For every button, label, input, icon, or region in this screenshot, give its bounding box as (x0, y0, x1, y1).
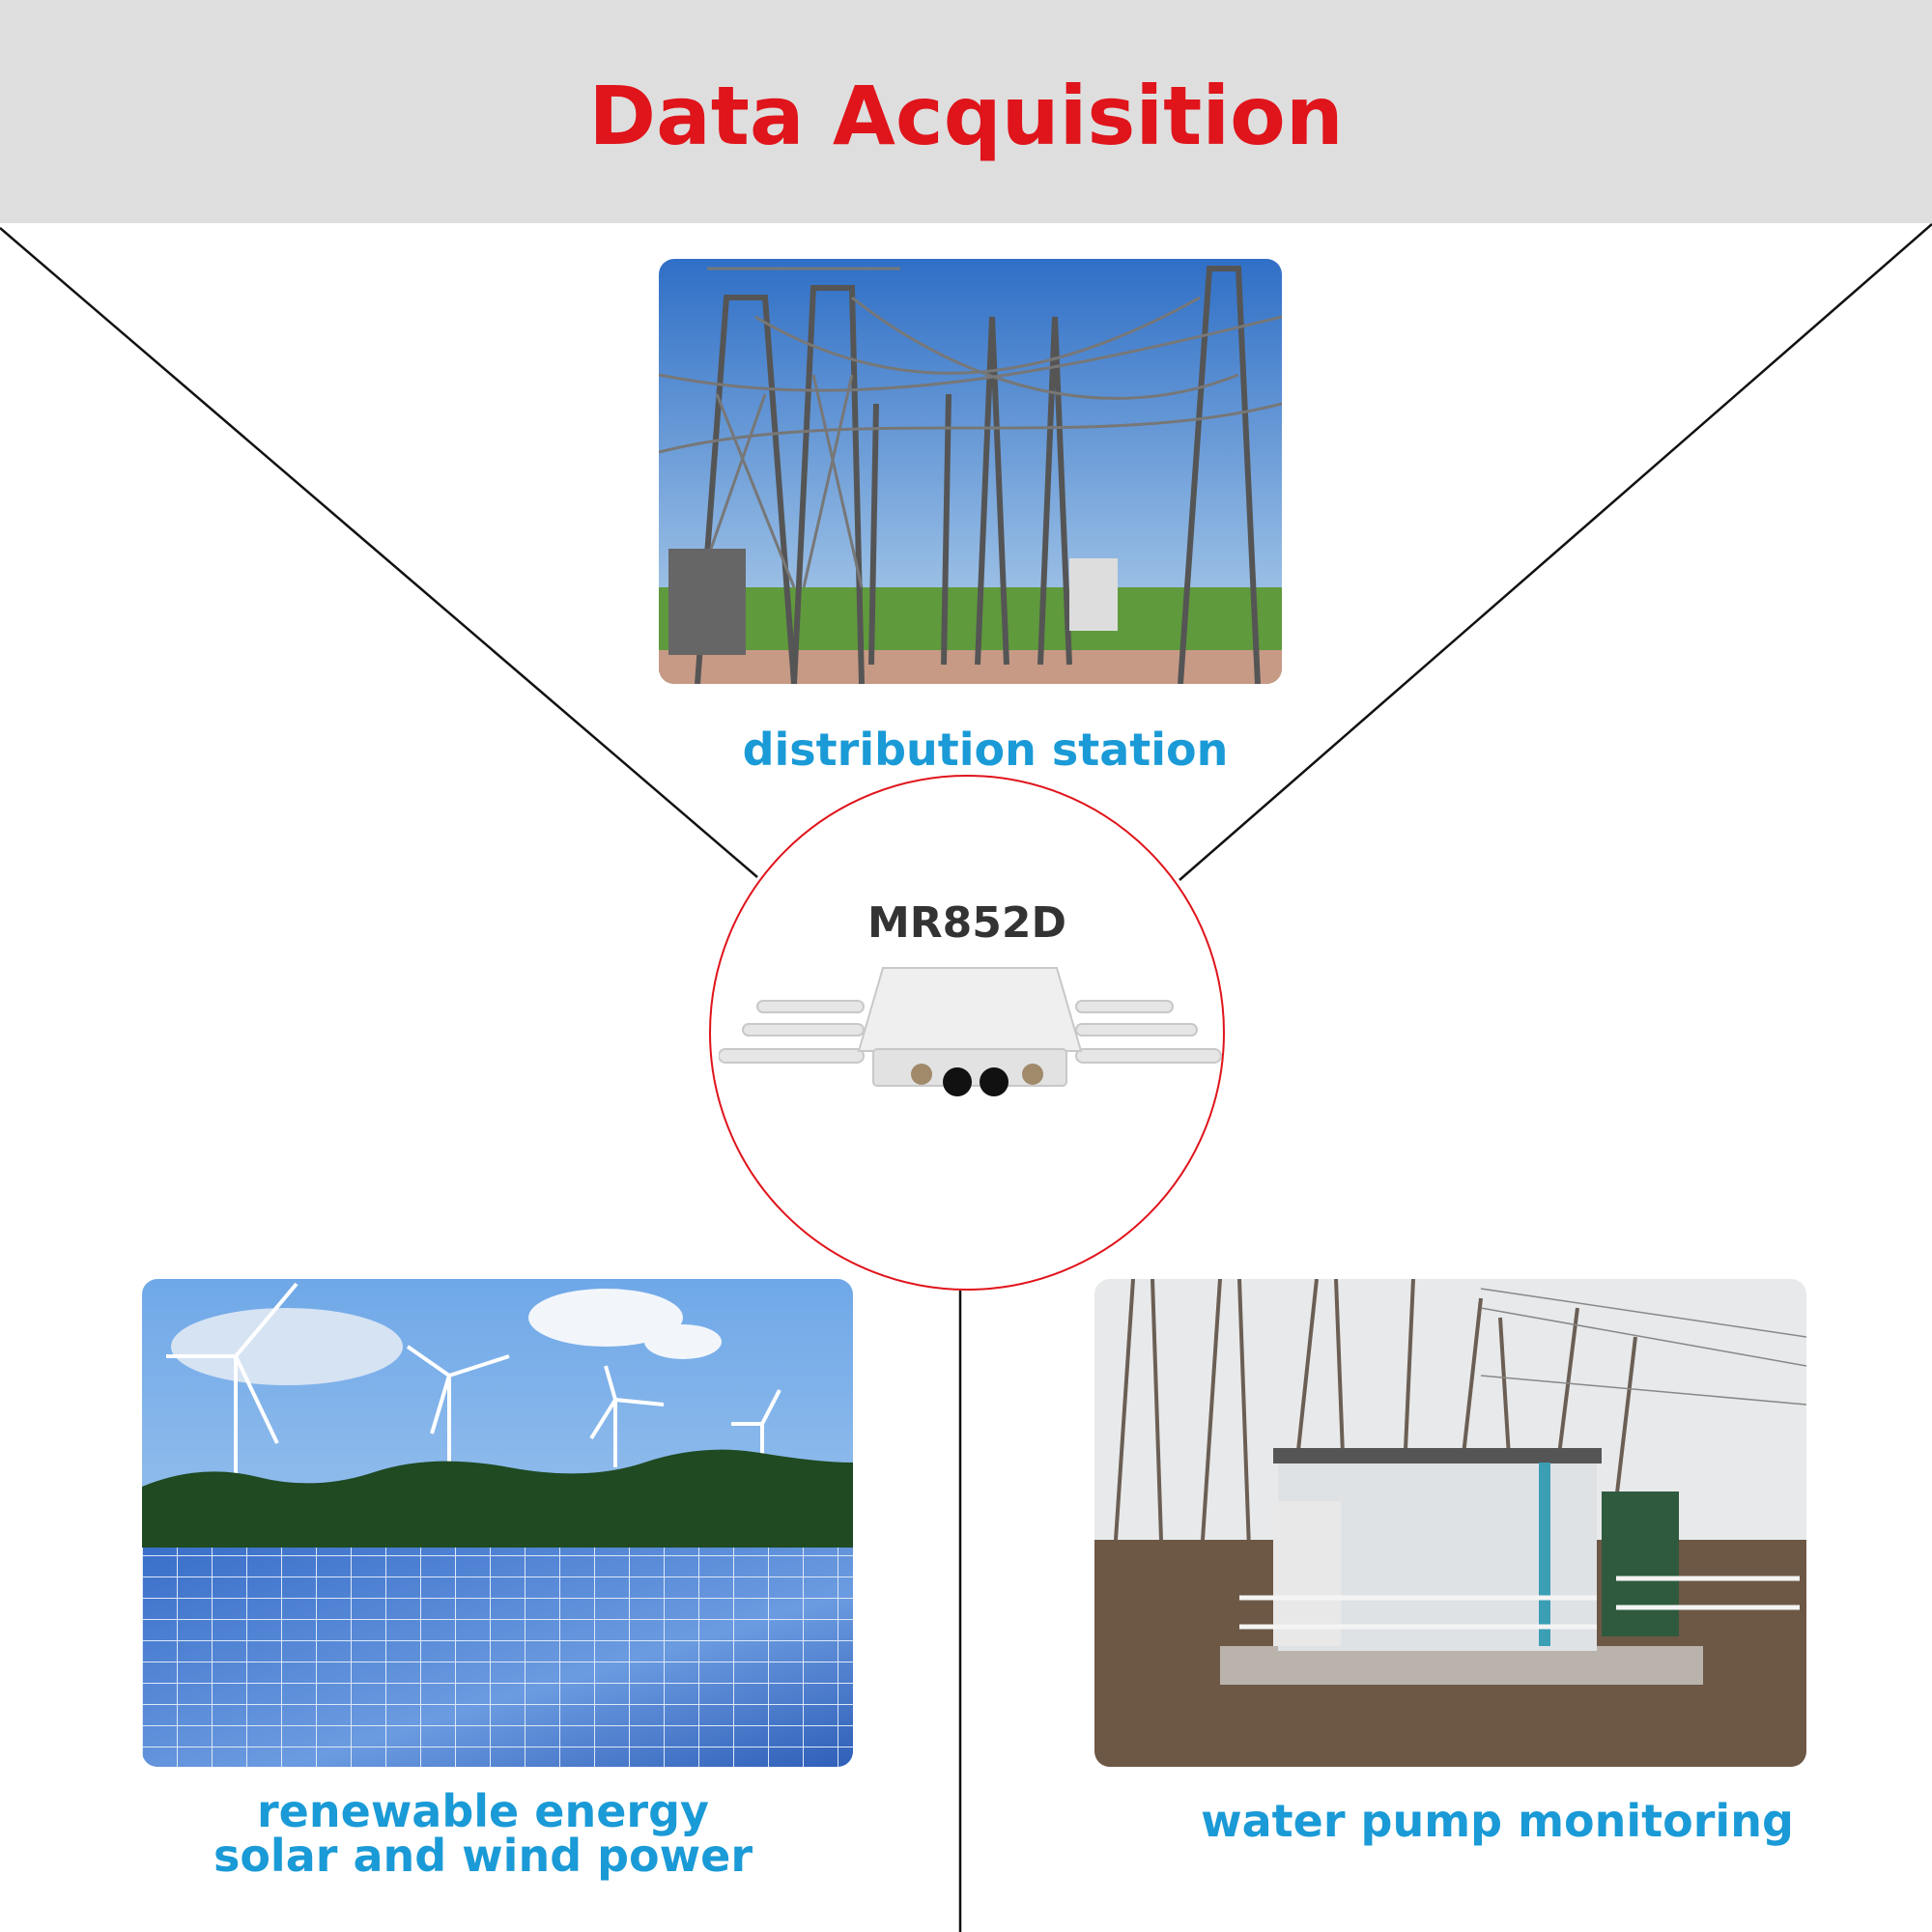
distribution-station-caption: distribution station (742, 724, 1229, 776)
page-title: Data Acquisition (588, 69, 1344, 163)
device-model-label: MR852D (867, 898, 1067, 948)
water-pump-photo (1094, 1279, 1806, 1767)
distribution-station-photo (659, 259, 1282, 684)
router-device-image (719, 967, 1222, 1096)
renewable-energy-caption: renewable energy (256, 1785, 710, 1837)
solar-wind-caption: solar and wind power (213, 1830, 753, 1882)
water-pump-caption: water pump monitoring (1201, 1795, 1794, 1847)
header-banner: Data Acquisition (0, 0, 1932, 223)
renewable-energy-photo (142, 1279, 853, 1767)
